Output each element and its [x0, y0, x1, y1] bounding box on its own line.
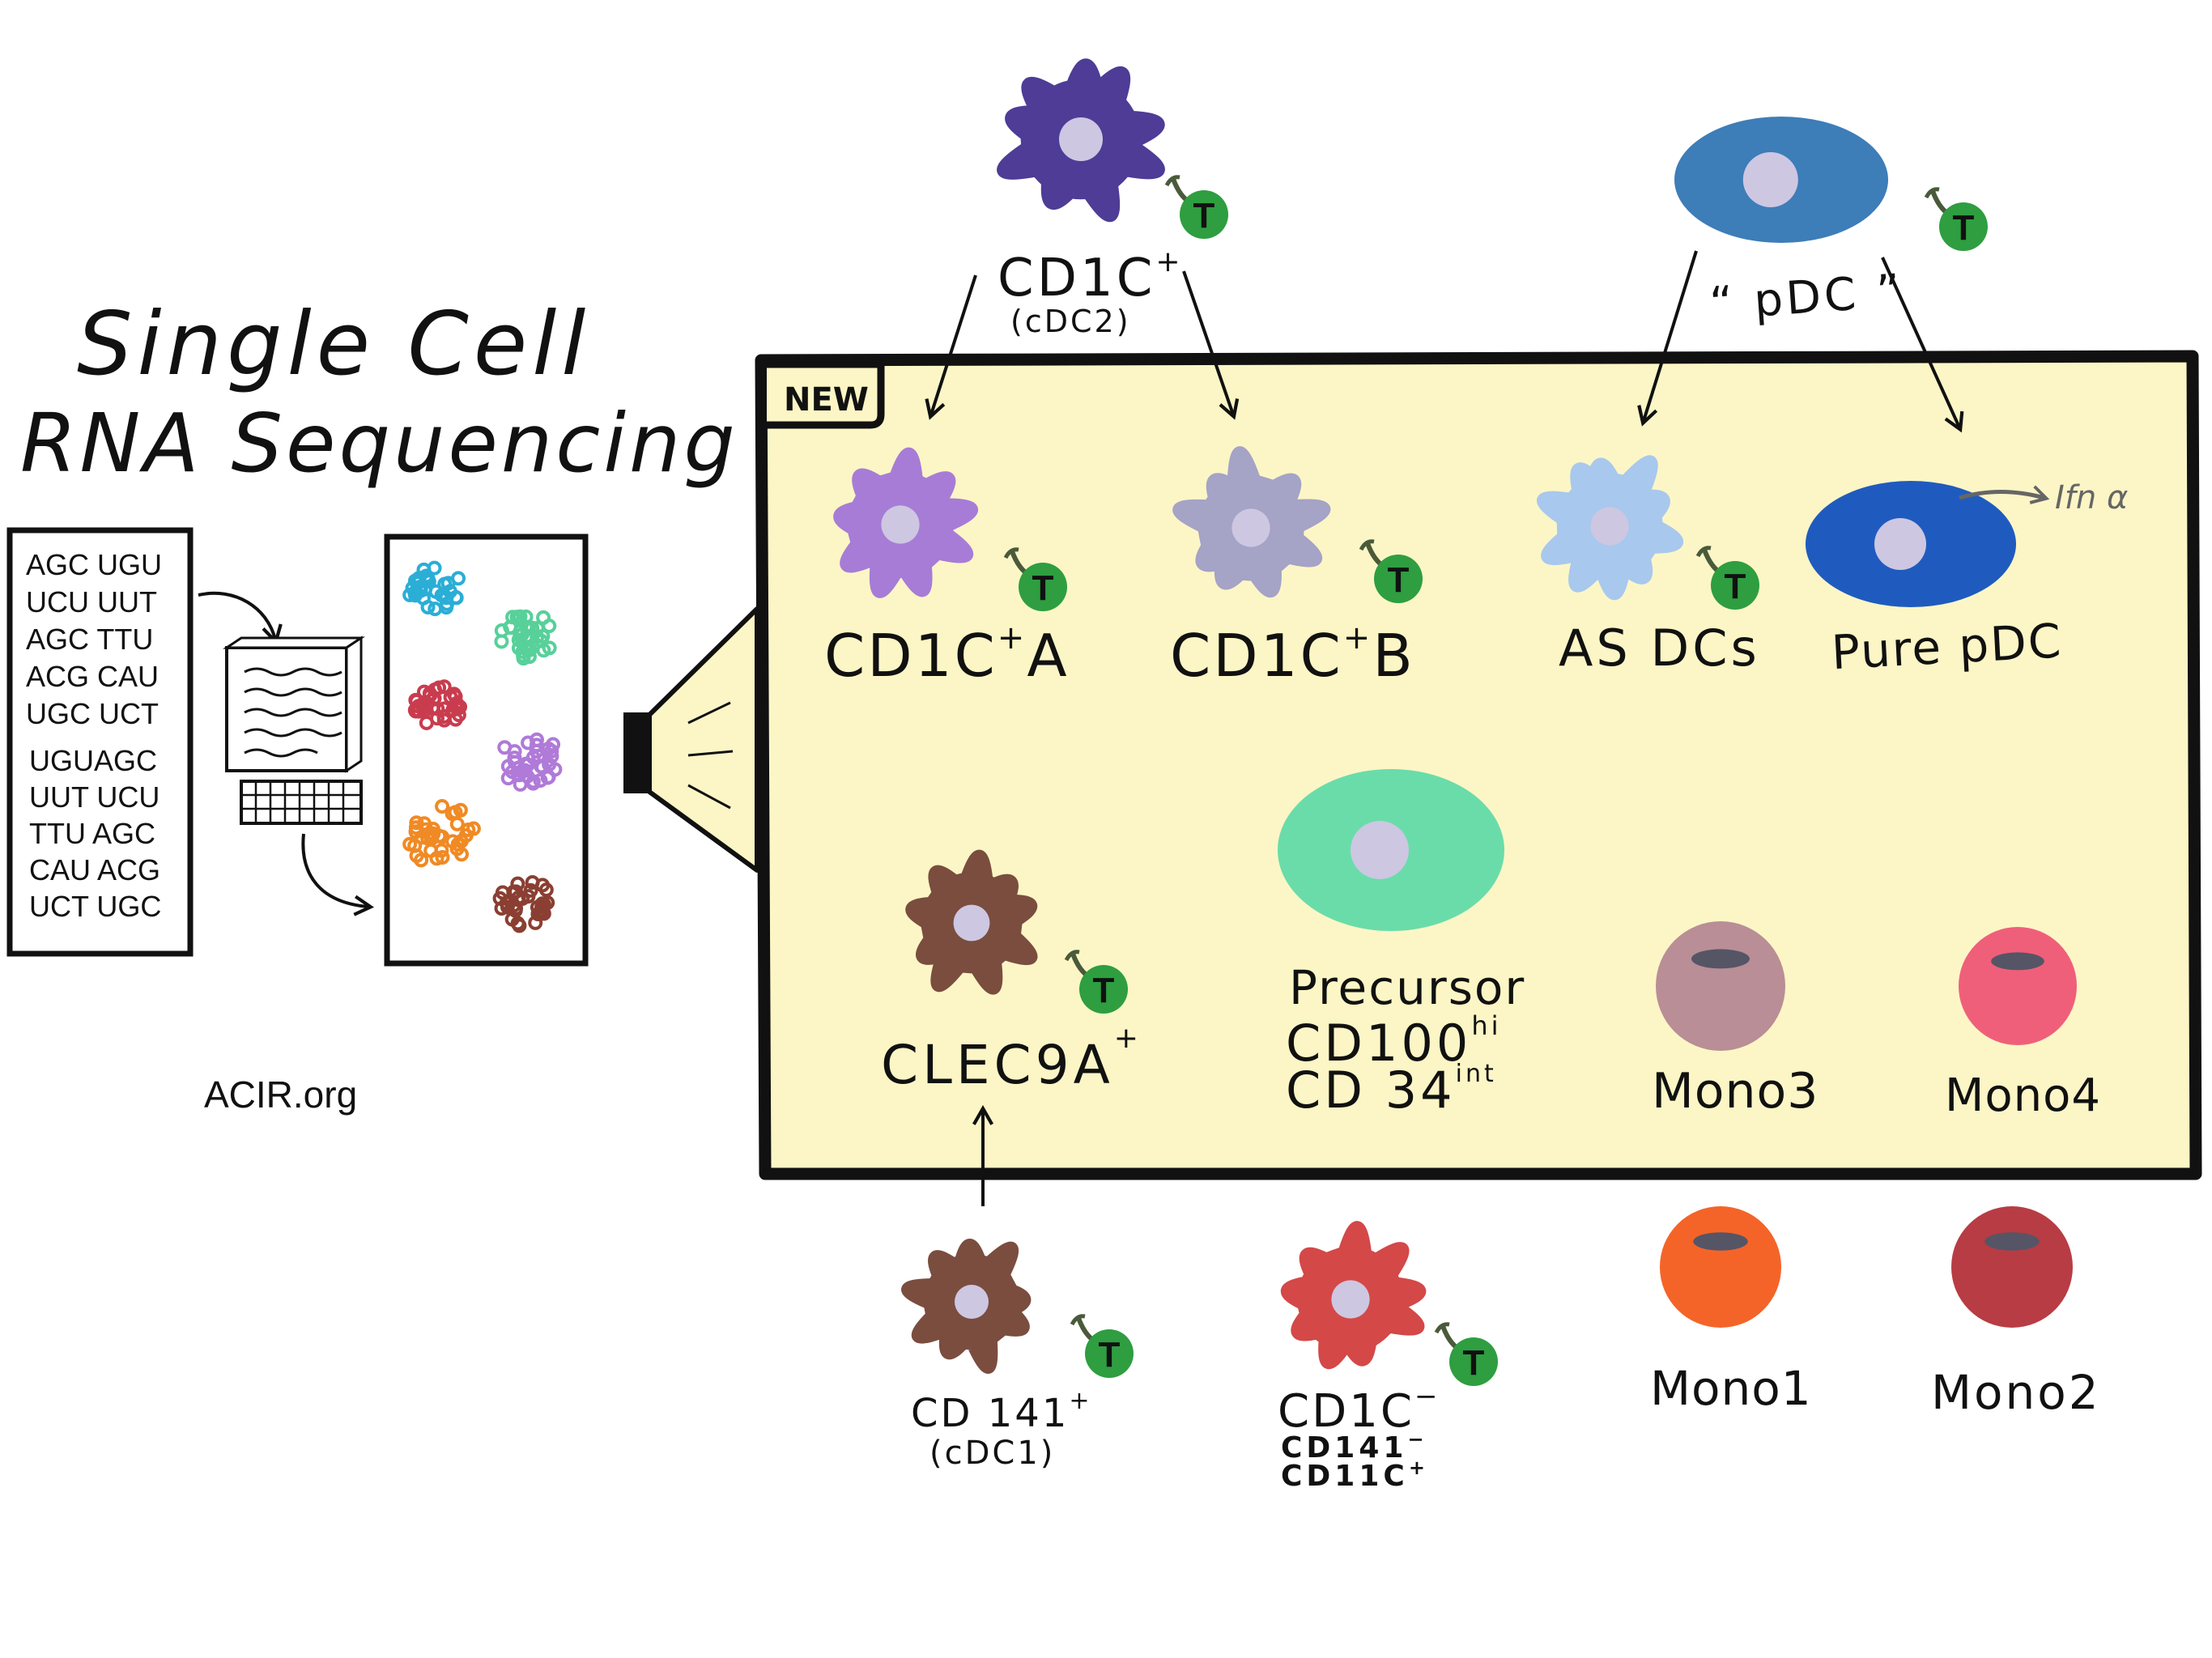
precursor-label: Precursor [1289, 960, 1525, 1015]
nucleus [953, 904, 990, 942]
clec9a-cell: T [905, 849, 1128, 1014]
nucleus [1351, 821, 1409, 879]
pdc-label: “ pDC ” [1708, 265, 1905, 331]
t-cell: T [1434, 1322, 1498, 1386]
t-cell: T [1003, 547, 1067, 611]
t-cell-label: T [1953, 208, 1975, 248]
nucleus [1590, 507, 1629, 546]
ifn-arrow [1959, 485, 2050, 504]
source-label: ACIR.org [204, 1073, 357, 1116]
precursor-cd34-label: CD 34int [1286, 1060, 1497, 1120]
t-cell: T [1064, 950, 1128, 1014]
t-cell: T [1695, 546, 1759, 610]
pure-pdc-cell [1806, 481, 2016, 607]
rna-block-1-line-2: UCU UUT [26, 585, 157, 619]
mono4-cell [1959, 927, 2077, 1045]
mono3-cell [1656, 921, 1785, 1051]
rna-block-1-line-3: AGC TTU [26, 623, 153, 656]
cd11c-pos-label: CD11C+ [1281, 1456, 1429, 1493]
computer-icon [223, 636, 365, 825]
ifn-label: Ifn α [2055, 479, 2128, 517]
mono2-label: Mono2 [1931, 1365, 2101, 1420]
rna-block-2-line-3: TTU AGC [29, 817, 155, 850]
rna-block-2-line-1: UGUAGC [29, 744, 157, 777]
mono3-label: Mono3 [1652, 1063, 1819, 1120]
cd141-label: CD 141+ [911, 1387, 1092, 1436]
rna-block-1-line-4: ACG CAU [26, 660, 159, 693]
nucleus [1331, 1280, 1370, 1319]
nucleus [881, 505, 920, 544]
pdc-cell: T [1674, 117, 1988, 251]
pure-pdc-label: Pure pDC [1830, 613, 2064, 680]
cd1c-b-cell: T [1172, 446, 1423, 603]
t-cell-label: T [1032, 568, 1054, 608]
arrow-sheet-to-computer [198, 591, 283, 645]
precursor-cd100-label: CD100hi [1286, 1010, 1502, 1073]
rna-block-1-line-5: UGC UCT [26, 697, 159, 730]
cd141-neg-label: CD141− [1281, 1428, 1428, 1465]
as-dcs-label: AS DCs [1559, 619, 1760, 678]
t-cell: T [1924, 187, 1988, 251]
arrow-computer-to-clusters [301, 833, 375, 916]
t-cell: T [1070, 1314, 1134, 1378]
top-arrows [925, 250, 1964, 433]
cluster-sheet [384, 534, 589, 967]
cluster-3 [407, 679, 468, 730]
cluster-1 [402, 560, 466, 617]
t-cell: T [1359, 539, 1423, 603]
title: Single Cell RNA Sequencing [20, 294, 738, 491]
nucleus [1059, 117, 1103, 161]
cluster-2 [494, 609, 557, 666]
cd1c-cdc2-cell: T [997, 58, 1228, 239]
mono1-cell [1660, 1206, 1781, 1328]
cluster-5 [402, 799, 481, 868]
t-cell: T [1164, 175, 1228, 239]
nucleus [1742, 152, 1798, 207]
nucleus [1231, 508, 1270, 547]
cd1c-b-label: CD1C+B [1170, 619, 1415, 690]
cluster-4 [497, 732, 563, 792]
mono2-cell [1951, 1206, 2073, 1328]
cd1c-a-cell: T [833, 447, 1067, 611]
clec9a-label: CLEC9A+ [881, 1022, 1142, 1096]
nucleus [1874, 518, 1926, 570]
t-cell-label: T [1388, 560, 1410, 600]
mono4-label: Mono4 [1945, 1069, 2101, 1122]
cd1c-neg-label: CD1C− [1278, 1380, 1440, 1438]
projector [623, 606, 759, 873]
cd1c-cdc2-label: CD1C+ [998, 245, 1184, 308]
cd1c-neg-cell: T [1280, 1221, 1498, 1386]
rna-sequence-sheet: AGC UGU UCU UUT AGC TTU ACG CAU UGC UCT UGUA… [6, 527, 194, 957]
t-cell-label: T [1193, 196, 1215, 236]
title-line1: Single Cell [77, 294, 590, 395]
rna-block-1-line-1: AGC UGU [26, 548, 162, 581]
mono1-label: Mono1 [1650, 1361, 1812, 1416]
rna-block-2-line-2: UUT UCU [29, 780, 160, 814]
rna-block-2-line-5: UCT UGC [29, 890, 161, 923]
t-cell-label: T [1093, 971, 1115, 1010]
cd141-sublabel: (cDC1) [929, 1435, 1055, 1472]
precursor-cell [1278, 769, 1504, 931]
cd1c-cdc2-sublabel: (cDC2) [1010, 304, 1131, 339]
cluster-6 [492, 874, 555, 933]
as-dcs-cell: T [1537, 455, 1759, 610]
t-cell-label: T [1099, 1335, 1121, 1375]
cd141-cdc1-cell: T [901, 1239, 1134, 1378]
nucleus [955, 1285, 989, 1319]
t-cell-label: T [1463, 1343, 1485, 1383]
new-badge: NEW [784, 381, 869, 419]
t-cell-label: T [1725, 567, 1746, 606]
title-line2: RNA Sequencing [20, 396, 738, 491]
rna-block-2-line-4: CAU ACG [29, 853, 160, 886]
cd1c-a-label: CD1C+A [824, 619, 1070, 690]
